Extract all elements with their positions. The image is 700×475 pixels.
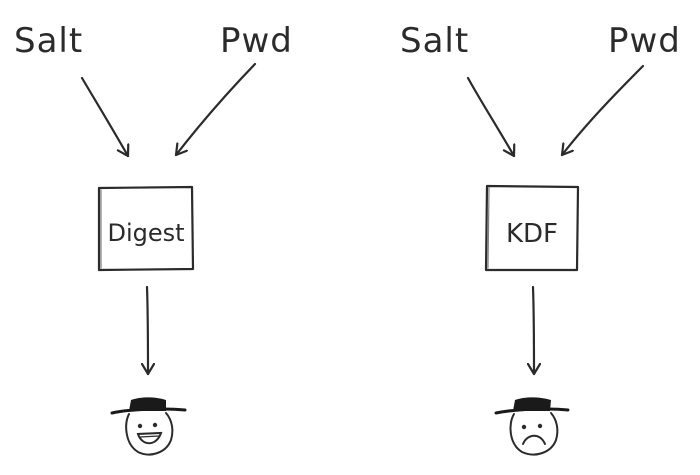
left-pwd-arrow [174, 62, 257, 157]
right-salt-arrow [466, 76, 514, 158]
right-salt-label: Salt [400, 21, 469, 61]
digest-box-label: Digest [107, 219, 184, 247]
happy-face-icon [110, 397, 187, 456]
right-pwd-arrow [560, 64, 645, 157]
left-output-arrow [147, 285, 148, 376]
right-output-arrow [533, 285, 534, 376]
left-salt-arrow [80, 76, 128, 158]
kdf-box: KDF [484, 184, 580, 272]
right-diagram: Salt Pwd KDF [400, 21, 681, 456]
kdf-box-label: KDF [506, 219, 558, 249]
right-pwd-label: Pwd [608, 21, 681, 61]
left-diagram: Salt Pwd Digest [14, 21, 293, 456]
digest-box: Digest [97, 185, 195, 272]
sad-face-icon [494, 397, 570, 456]
left-salt-label: Salt [14, 21, 83, 61]
left-pwd-label: Pwd [220, 21, 293, 61]
